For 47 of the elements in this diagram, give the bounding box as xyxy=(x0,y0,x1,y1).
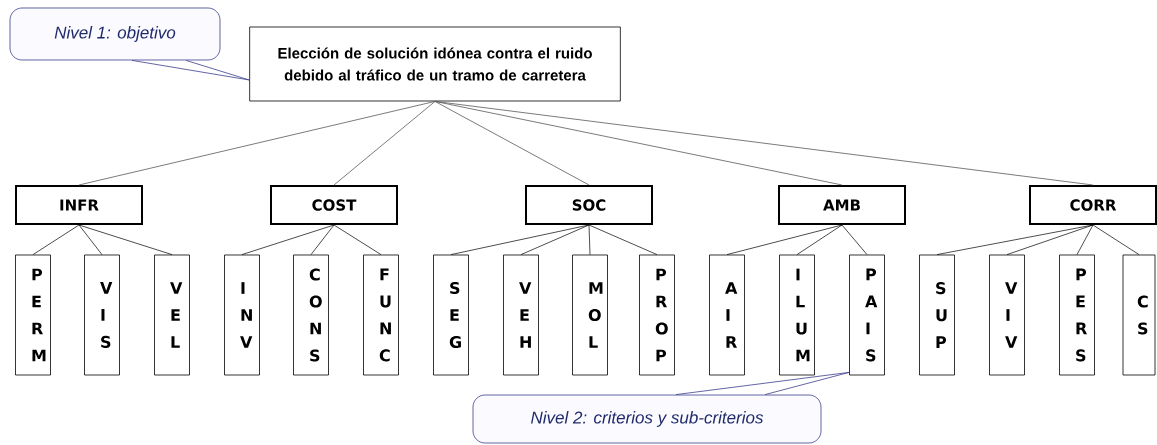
connector-line xyxy=(796,224,843,255)
sub-criterion-box: FUNC xyxy=(363,254,399,376)
callout-bubble: Nivel 1: objetivo xyxy=(9,7,221,61)
callout-bubble: Nivel 2: criterios y sub-criterios xyxy=(472,394,822,444)
connector-line xyxy=(588,224,658,255)
connector-line xyxy=(726,224,843,255)
sub-criterion-box: MOL xyxy=(572,254,608,376)
connector-line xyxy=(1006,224,1094,255)
sub-criterion-box: VEL xyxy=(154,254,190,376)
title-box: Elección de solución idónea contra el ruido debido al tráfico de un tramo de carretera xyxy=(249,26,621,102)
connector-line xyxy=(520,224,590,255)
sub-criterion-box: VIV xyxy=(989,254,1025,376)
sub-criterion-box: CONS xyxy=(293,254,329,376)
connector-line xyxy=(241,224,335,255)
criterion-box: CORR xyxy=(1029,185,1157,225)
sub-criterion-box: VEH xyxy=(503,254,539,376)
connector-line xyxy=(32,224,80,255)
sub-criterion-box: PERM xyxy=(15,254,51,376)
connector-line xyxy=(841,224,868,255)
connector-line xyxy=(434,101,843,186)
callout-tail xyxy=(675,372,850,395)
sub-criterion-box: INV xyxy=(224,254,260,376)
connector-line xyxy=(588,224,591,255)
connector-line xyxy=(1092,224,1140,255)
criterion-box: COST xyxy=(270,185,398,225)
sub-criterion-box: PAIS xyxy=(849,254,885,376)
sub-criterion-box: ILUM xyxy=(779,254,815,376)
connector-line xyxy=(310,224,335,255)
connector-line xyxy=(78,224,103,255)
connector-line xyxy=(333,101,436,186)
sub-criterion-box: PERS xyxy=(1059,254,1095,376)
sub-criterion-box: VIS xyxy=(84,254,120,376)
sub-criterion-box: CS xyxy=(1122,254,1156,376)
sub-criterion-box: PROP xyxy=(639,254,675,376)
sub-criterion-box: SEG xyxy=(433,254,469,376)
sub-criterion-box: SUP xyxy=(919,254,955,376)
criterion-box: INFR xyxy=(15,185,143,225)
connector-line xyxy=(434,101,1094,186)
connector-line xyxy=(78,224,173,255)
callout-tail xyxy=(131,60,250,81)
sub-criterion-box: AIR xyxy=(709,254,745,376)
connector-line xyxy=(434,101,590,186)
connector-line xyxy=(1076,224,1094,255)
criterion-box: SOC xyxy=(525,185,653,225)
connector-line xyxy=(333,224,382,255)
criterion-box: AMB xyxy=(778,185,906,225)
connector-line xyxy=(78,101,436,186)
